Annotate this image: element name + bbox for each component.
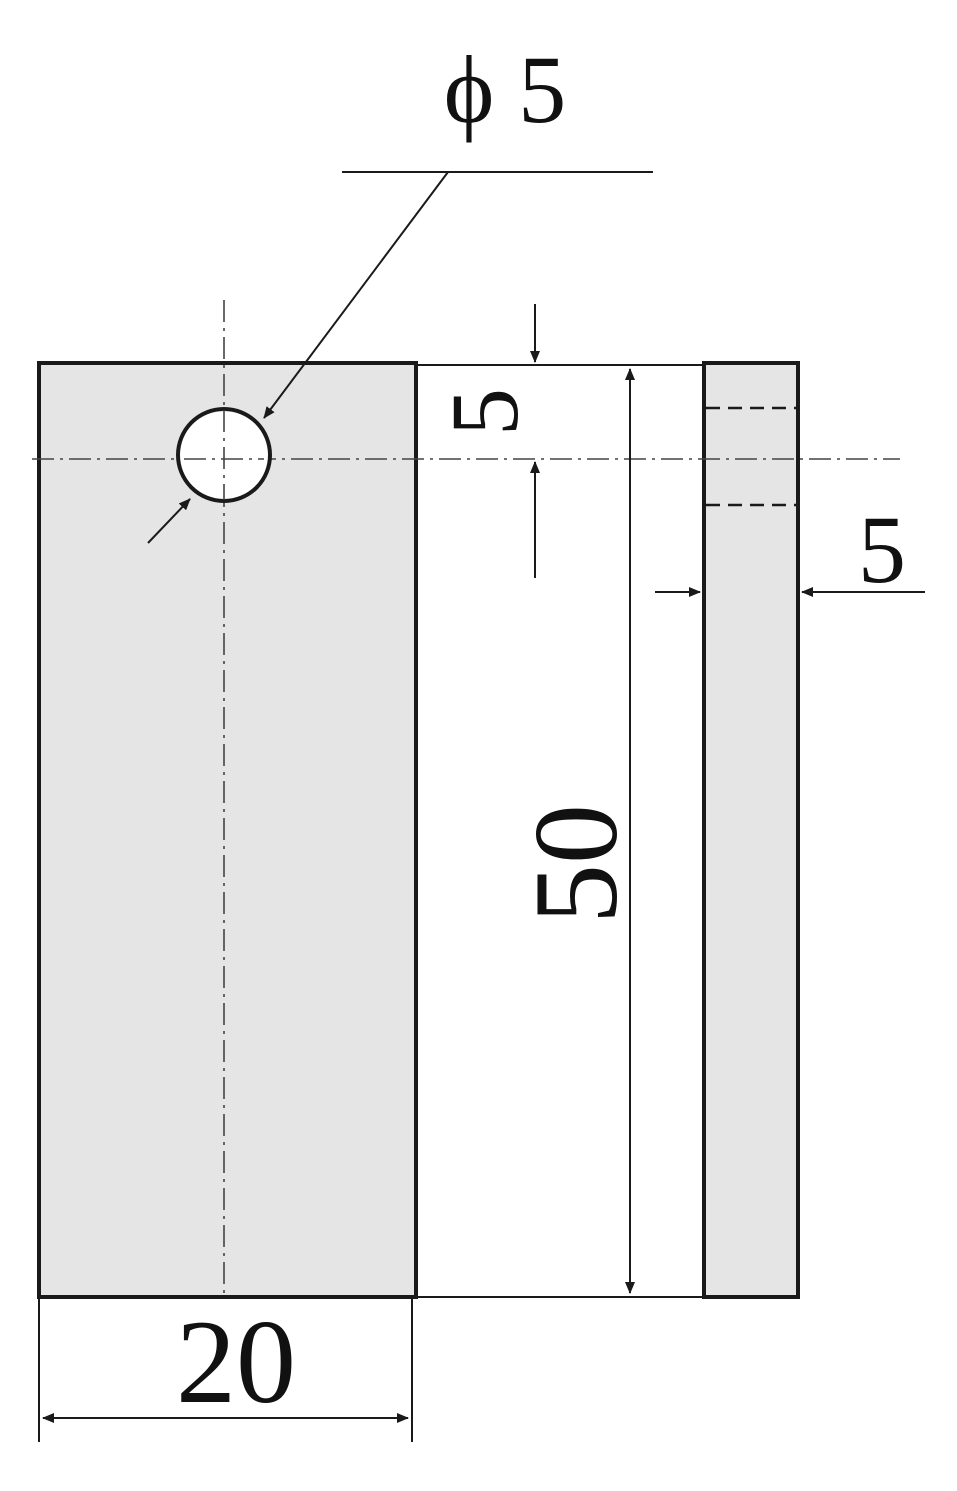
front-view-plate bbox=[37, 361, 418, 1299]
width-label: 20 bbox=[176, 1295, 296, 1428]
height-label: 50 bbox=[509, 804, 642, 924]
offset-label: 5 bbox=[431, 388, 538, 436]
side-view-plate bbox=[702, 361, 800, 1299]
diameter-lower-arrow bbox=[147, 498, 191, 544]
thickness-label: 5 bbox=[858, 496, 906, 603]
diameter-label: ϕ 5 bbox=[444, 36, 567, 143]
diameter-leader-arrow bbox=[263, 171, 449, 419]
